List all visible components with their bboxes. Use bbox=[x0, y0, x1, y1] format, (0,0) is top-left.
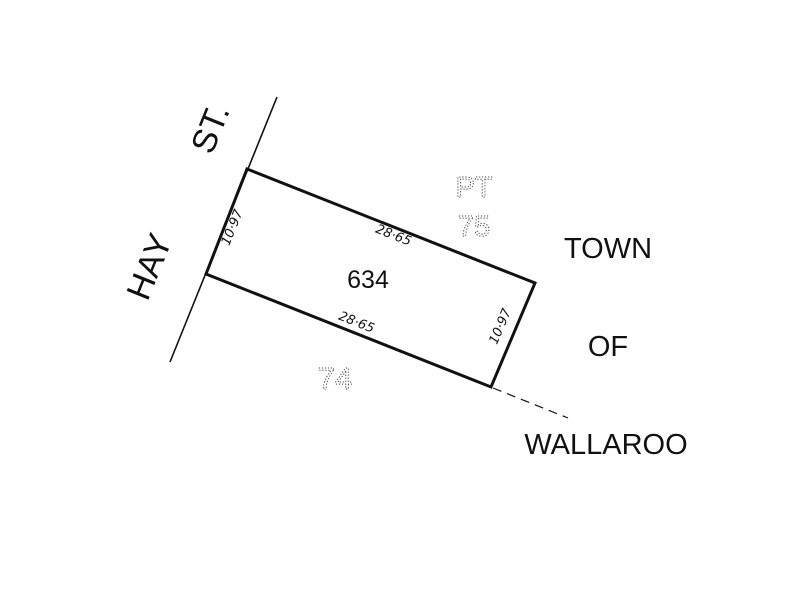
town-label-line2: OF bbox=[588, 331, 628, 363]
adjoining-south-number: 74 bbox=[318, 361, 352, 396]
boundary-extension-line bbox=[492, 387, 569, 419]
town-label-line1: TOWN bbox=[564, 233, 652, 265]
street-name-hay: HAY bbox=[120, 229, 180, 306]
town-label-line3: WALLAROO bbox=[524, 429, 687, 461]
allotment-parcel bbox=[204, 167, 537, 389]
adjoining-north-prefix: PT bbox=[455, 172, 492, 204]
adjoining-north-number: 75 bbox=[458, 211, 490, 243]
street-name-st: ST. bbox=[184, 99, 238, 159]
allotment-number: 634 bbox=[347, 266, 389, 294]
